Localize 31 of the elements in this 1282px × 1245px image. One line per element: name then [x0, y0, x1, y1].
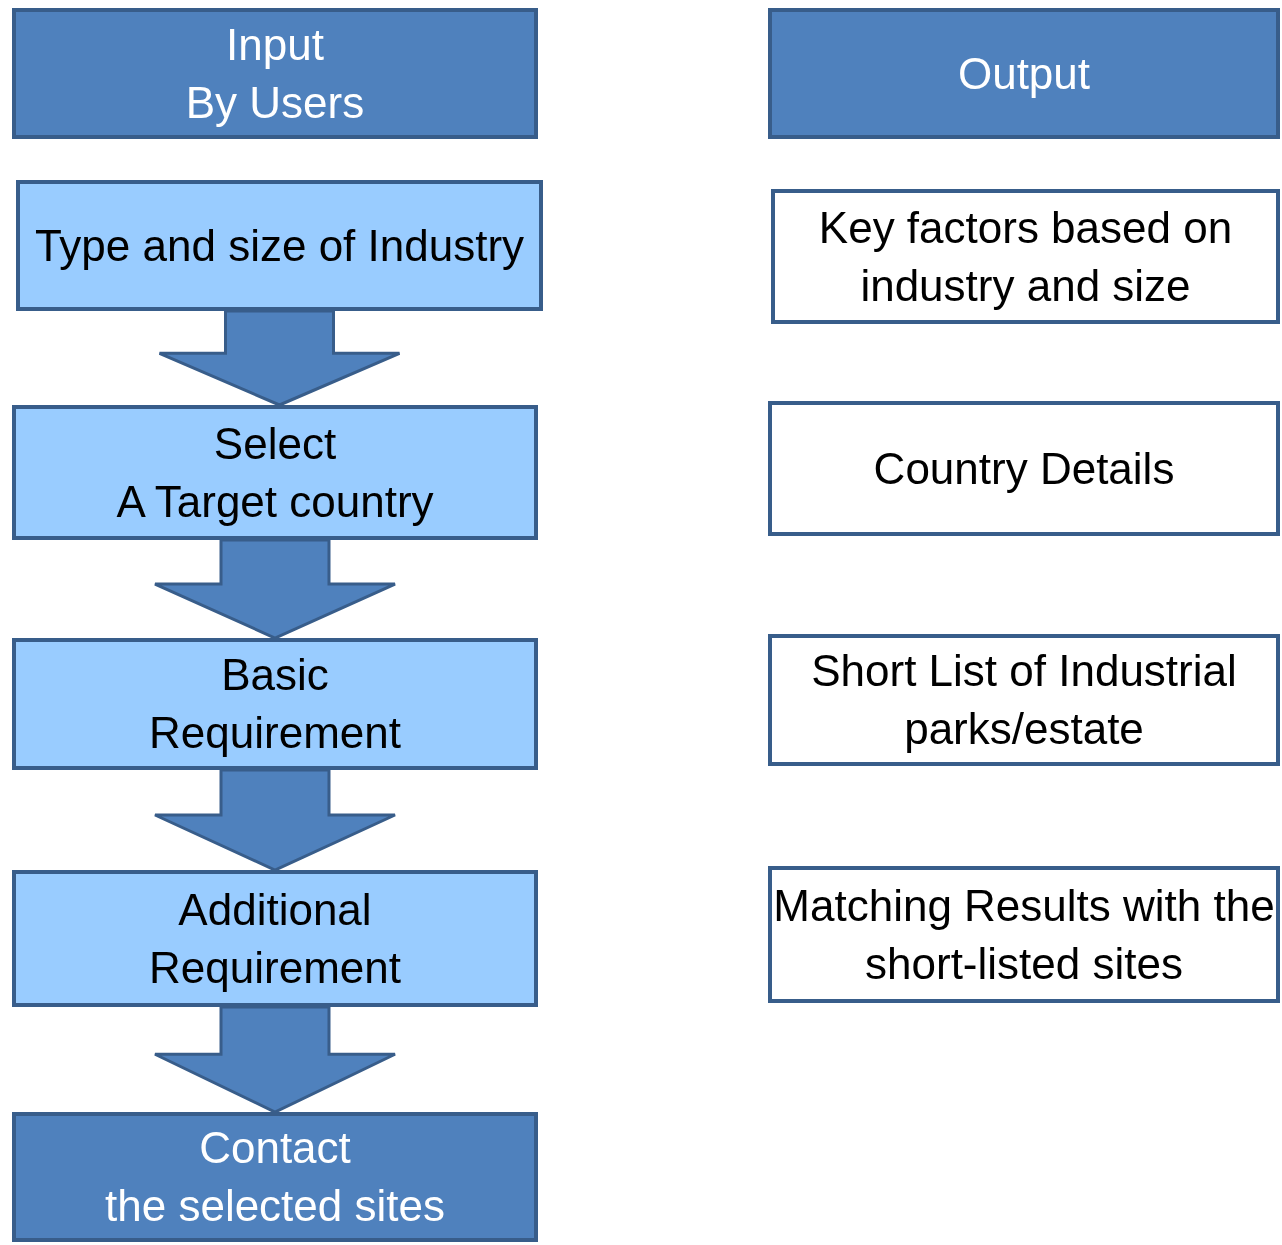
block-arrow: [158, 309, 401, 407]
output-box: [768, 866, 1280, 1003]
box-label: A Target country: [116, 475, 434, 528]
box-label: Output: [957, 47, 1091, 100]
box-label: Basic: [221, 649, 329, 701]
process-box: [12, 405, 538, 540]
header-box: [12, 8, 538, 139]
box-label: Requirement: [149, 707, 401, 759]
box-label: the selected sites: [105, 1180, 445, 1232]
box-label: Select: [213, 417, 337, 470]
process-box: [12, 638, 538, 770]
box-label: Contact: [199, 1122, 351, 1174]
output-box: [771, 189, 1280, 324]
block-arrow: [153, 538, 397, 640]
box-label: Additional: [178, 883, 372, 936]
output-box: [768, 634, 1280, 766]
process-box: [12, 870, 538, 1007]
box-label: Matching Results with the short-listed sites: [772, 879, 1276, 990]
box-label: By Users: [185, 76, 365, 129]
box-label: Key factors based on industry and size: [817, 201, 1234, 312]
box-label: Country Details: [873, 442, 1175, 495]
process-box: [16, 180, 543, 311]
header-box: [12, 1112, 538, 1242]
box-label: Type and size of Industry: [34, 219, 525, 272]
output-box: [768, 401, 1280, 536]
box-label: Short List of Industrial parks/estate: [810, 645, 1238, 755]
header-box: [768, 8, 1280, 139]
block-arrow: [153, 1005, 397, 1114]
box-label: Requirement: [149, 941, 401, 994]
block-arrow: [153, 768, 397, 872]
box-label: Input: [226, 18, 324, 71]
